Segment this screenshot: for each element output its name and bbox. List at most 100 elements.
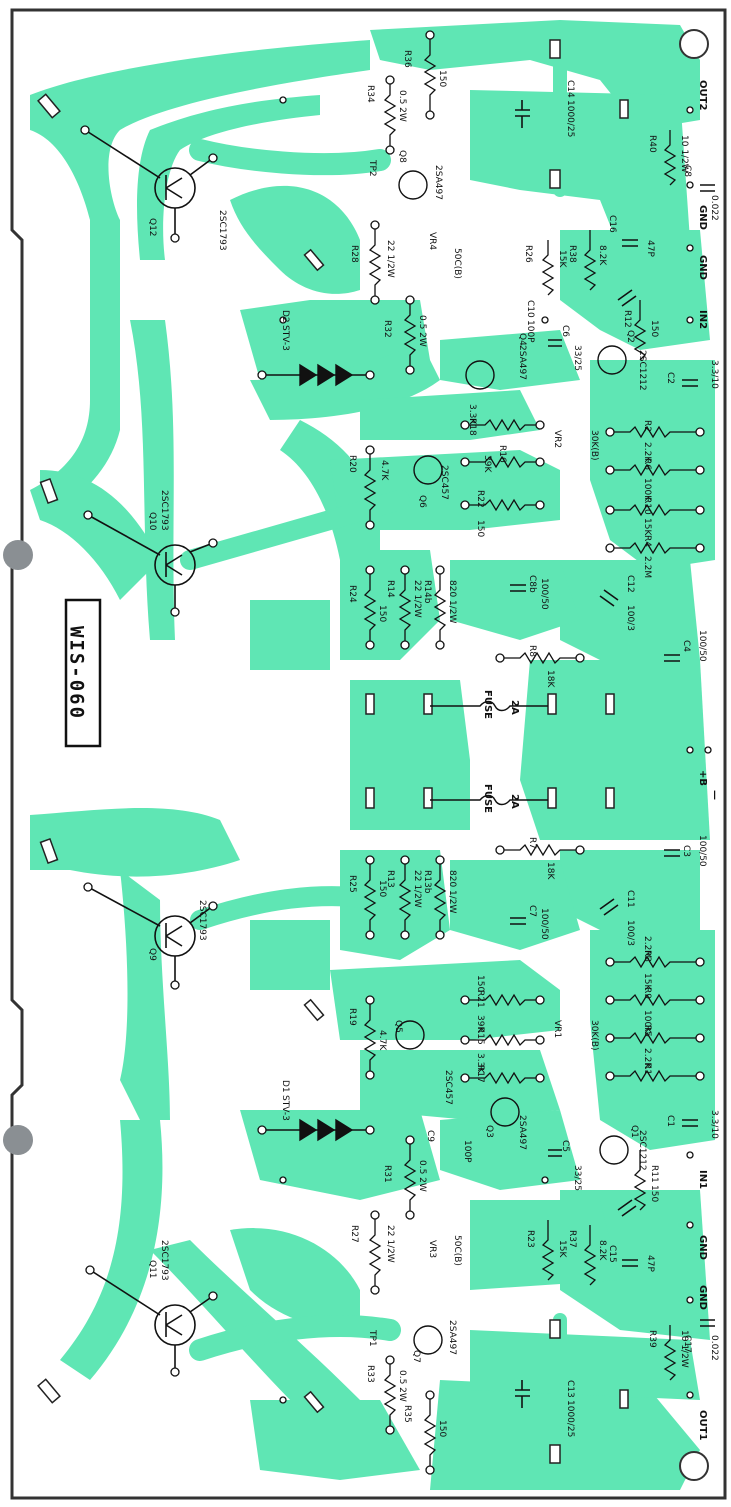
label-r24-val: 150 — [377, 605, 387, 622]
small-transistors — [395, 170, 629, 1355]
label-in1: IN1 — [697, 1170, 708, 1189]
label-r7: R7 — [527, 837, 537, 849]
label-r9: R9 — [642, 987, 652, 999]
transistor-labels: Q12 2SC1793 Q10 2SC1793 Q9 2SC1793 Q11 2… — [147, 150, 647, 1363]
solder-blob — [3, 540, 33, 570]
capacitor-symbols — [510, 100, 715, 1408]
label-r19-val: 4.7K — [377, 1030, 387, 1051]
label-vr2-val: 30K(B) — [589, 430, 599, 461]
label-plus-b: +B — [697, 770, 708, 786]
label-r27-val: 22 1/2W — [385, 1225, 395, 1263]
label-r17: R17 — [475, 1065, 485, 1083]
label-r33: R33 — [365, 1365, 375, 1383]
label-c12-val: 100/3 — [625, 605, 635, 631]
label-q2: Q2 — [625, 330, 635, 343]
resistor-labels: R36 150 R34 0.5 2W R28 22 1/2W R32 0.5 2… — [347, 50, 689, 1437]
label-r4: R4 — [642, 535, 652, 547]
label-c14: C14 — [565, 80, 575, 98]
label-q3-part: 2SA497 — [517, 1115, 527, 1150]
label-c16-val: 47P — [645, 240, 655, 257]
label-c1-val: 3.3/10 — [709, 1110, 719, 1139]
label-c5: C5 — [560, 1140, 570, 1152]
capacitor-labels: C14 1000/25 C8 0.022 C16 47P C10 100P C6… — [425, 80, 719, 1437]
label-vr2: VR2 — [552, 430, 562, 448]
label-r16-val: 39K — [482, 455, 492, 473]
label-r28: R28 — [349, 245, 359, 263]
label-c7-val: 100/50 — [539, 908, 549, 940]
label-r34: R34 — [365, 85, 375, 103]
label-c9: C9 — [425, 1130, 435, 1142]
label-c6-val: 33/25 — [572, 345, 582, 371]
label-q9-part: 2SC1793 — [197, 900, 207, 941]
label-r23: R23 — [525, 1230, 535, 1248]
label-r13b-val: 820 1/2W — [447, 870, 457, 914]
label-r19: R19 — [347, 1008, 357, 1026]
label-q4: Q4 — [517, 333, 527, 346]
label-vr1: VR1 — [552, 1020, 562, 1038]
label-r10-val: 15K — [642, 518, 652, 536]
label-r13-val: 22 1/2W — [412, 870, 422, 908]
label-r22-val: 150 — [475, 520, 485, 537]
label-r27: R27 — [349, 1225, 359, 1243]
label-r36-val: 150 — [437, 70, 447, 87]
label-fuse-b: FUSE — [482, 784, 493, 813]
label-vr3-val: 50C(B) — [452, 1235, 462, 1266]
label-r15-val: 39K — [475, 1015, 485, 1033]
label-c13: C13 — [565, 1380, 575, 1398]
label-c12: C12 — [625, 575, 635, 593]
vr-diode-fuse-labels: VR4 50C(B) VR2 30K(B) VR1 30K(B) VR3 50C… — [280, 232, 599, 1266]
label-r11-val: 150 — [649, 1185, 659, 1202]
label-r39-val: 10 1/2W — [679, 1330, 689, 1368]
mounting-hole — [679, 1451, 709, 1481]
label-r24: R24 — [347, 585, 357, 603]
diode-symbols — [262, 363, 370, 1142]
label-r5: R5 — [642, 1025, 652, 1037]
board-title: WIS-060 — [66, 626, 88, 720]
label-r37: R37 — [567, 1230, 577, 1248]
board-title-box: WIS-060 — [64, 598, 102, 748]
label-in2: IN2 — [697, 310, 708, 329]
terminal-labels: OUT2 GND GND IN2 +B — IN1 GND GND OUT1 T… — [367, 80, 720, 1440]
label-c10-val: 100P — [525, 320, 535, 343]
label-c15: C15 — [607, 1245, 617, 1263]
label-r4-val: 2.2M — [642, 556, 652, 578]
label-r25-val: 150 — [377, 880, 387, 897]
label-r39: R39 — [647, 1330, 657, 1348]
label-c7: C7 — [527, 905, 537, 917]
label-c2-val: 3.3/10 — [709, 360, 719, 389]
label-q11-part: 2SC1793 — [159, 1240, 169, 1281]
label-r6-val: 100K — [642, 478, 652, 502]
label-gnd-b: GND — [697, 255, 708, 280]
label-c8b-val: 100/50 — [539, 578, 549, 610]
label-c11-val: 100/3 — [625, 920, 635, 946]
label-vr4: VR4 — [427, 232, 437, 250]
label-r1: R1 — [642, 1063, 652, 1075]
label-fuse-a: FUSE — [482, 690, 493, 719]
label-q6: Q6 — [417, 495, 427, 508]
label-r32-val: 0.5 2W — [417, 315, 427, 347]
label-r9-val: 15K — [642, 973, 652, 991]
label-r13: R13 — [385, 870, 395, 888]
label-r16: R16 — [497, 445, 507, 463]
label-q5-part: 2SC457 — [443, 1070, 453, 1105]
label-q10-part: 2SC1793 — [159, 490, 169, 531]
label-r38-val: 8.2K — [597, 245, 607, 266]
label-r12: R12 — [622, 310, 632, 328]
label-c3-val: 100/50 — [697, 835, 707, 867]
solder-blob — [3, 1125, 33, 1155]
label-q12-part: 2SC1793 — [217, 210, 227, 251]
label-c11: C11 — [625, 890, 635, 908]
label-r2-val: 2.2K — [642, 442, 652, 463]
label-r25: R25 — [347, 875, 357, 893]
label-q7-part: 2SA497 — [447, 1320, 457, 1355]
label-r20-val: 4.7K — [379, 460, 389, 481]
label-c4: C4 — [681, 640, 691, 652]
label-q4-part: 2SA497 — [517, 345, 527, 380]
label-c4-val: 100/50 — [697, 630, 707, 662]
slot-pads — [37, 39, 629, 1464]
label-out2: OUT2 — [697, 80, 708, 110]
label-q11: Q11 — [147, 1260, 157, 1279]
label-vr4-val: 50C(B) — [452, 248, 462, 279]
label-q9: Q9 — [147, 948, 157, 961]
